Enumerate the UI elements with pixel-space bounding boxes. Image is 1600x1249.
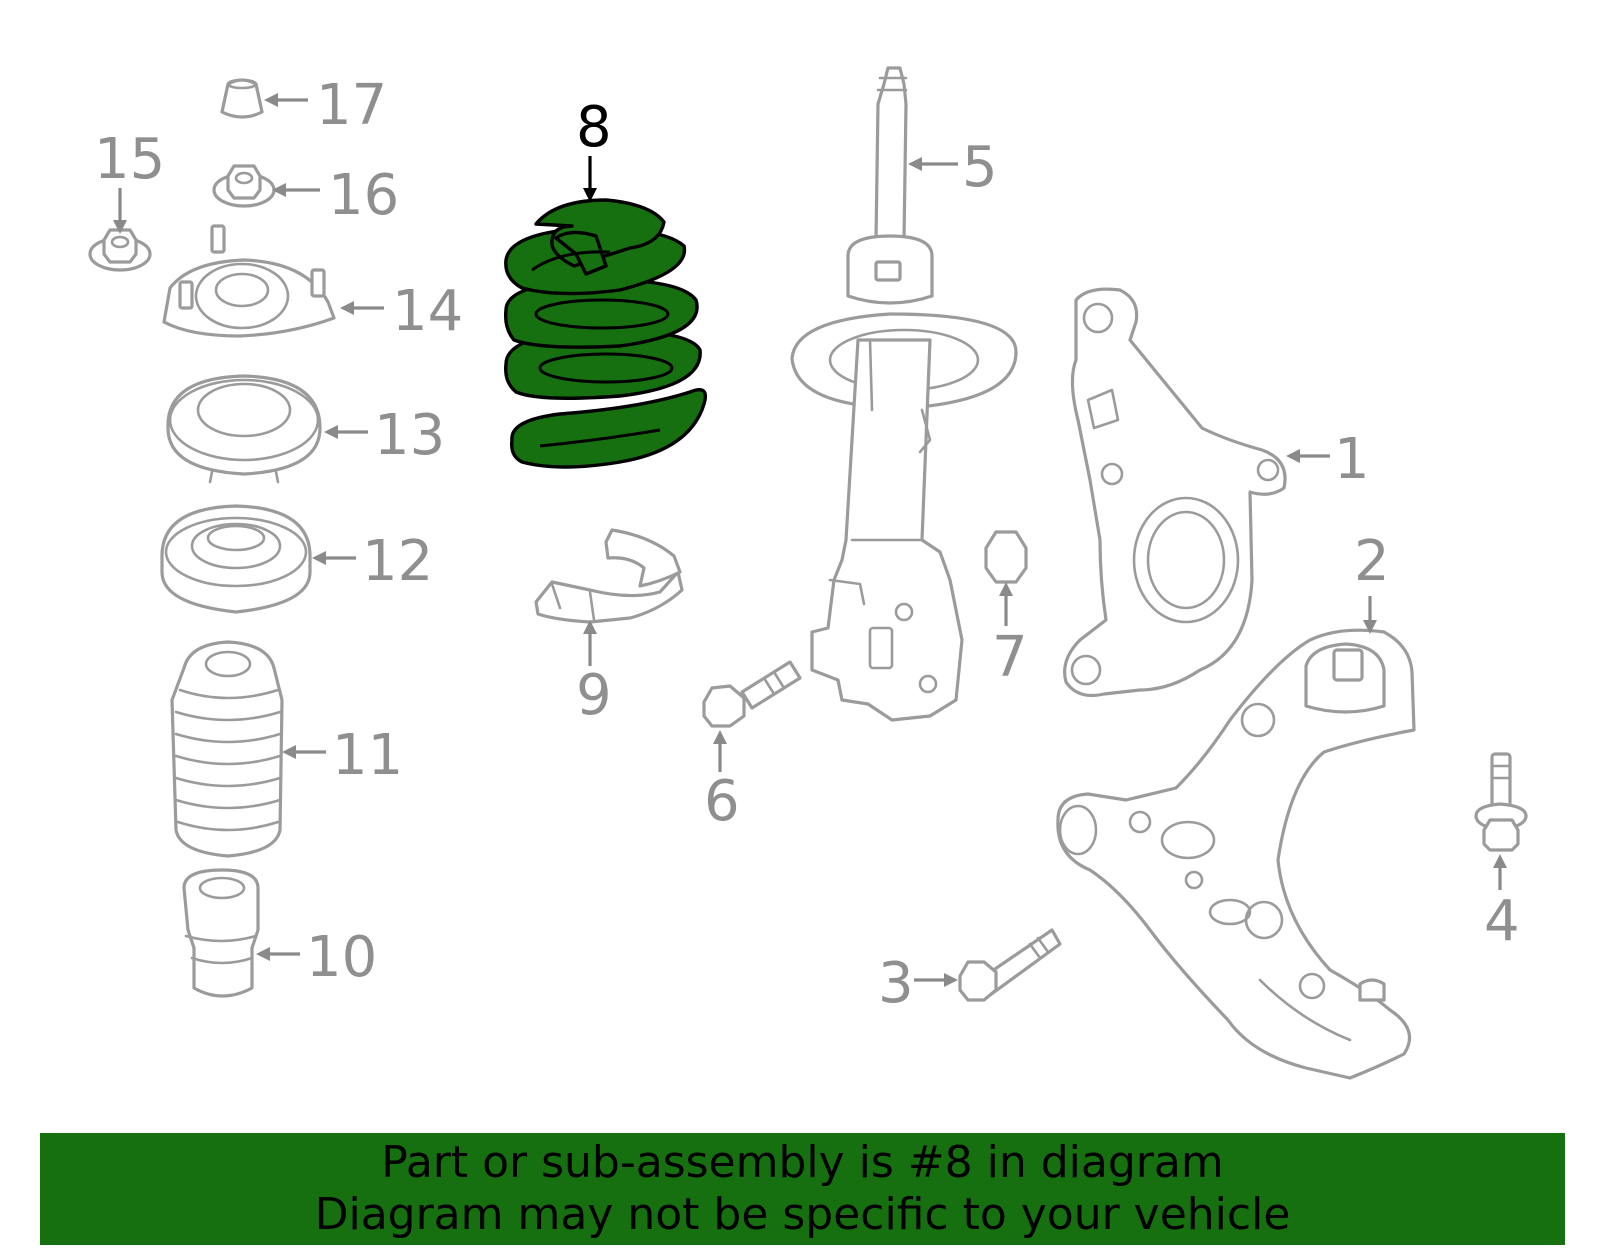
callout-6: 6 xyxy=(704,769,740,834)
banner-line-2: Diagram may not be specific to your vehi… xyxy=(314,1189,1291,1240)
callout-8: 8 xyxy=(576,95,612,160)
part-17-cap[interactable] xyxy=(220,78,264,119)
part-12-spring-seat[interactable] xyxy=(160,504,312,614)
callout-4: 4 xyxy=(1484,889,1520,954)
part-5-strut-assembly[interactable] xyxy=(790,66,1018,722)
part-2-lower-control-arm[interactable] xyxy=(1056,628,1416,1080)
callout-16: 16 xyxy=(328,163,399,228)
callout-10: 10 xyxy=(306,925,377,990)
info-banner: Part or sub-assembly is #8 in diagram Di… xyxy=(40,1133,1565,1245)
callout-2: 2 xyxy=(1354,529,1390,594)
callout-3: 3 xyxy=(878,951,914,1016)
part-13-bearing[interactable] xyxy=(166,374,322,484)
callout-13: 13 xyxy=(374,403,445,468)
part-7-nut[interactable] xyxy=(984,530,1028,584)
part-14-strut-mount[interactable] xyxy=(162,224,336,338)
part-11-dust-boot[interactable] xyxy=(170,640,284,858)
callout-5: 5 xyxy=(962,135,998,200)
part-16-flange-nut[interactable] xyxy=(212,164,276,208)
part-10-bump-stop[interactable] xyxy=(182,868,260,998)
callout-17: 17 xyxy=(316,73,387,138)
part-15-nut[interactable] xyxy=(88,228,152,272)
callout-labels: 17 16 15 14 13 12 11 10 8 9 5 7 6 1 2 4 … xyxy=(94,73,1520,1016)
callout-11: 11 xyxy=(332,723,403,788)
part-6-bolt[interactable] xyxy=(702,660,802,728)
leader-arrows xyxy=(113,93,1507,987)
part-8-coil-spring[interactable] xyxy=(503,198,708,469)
callout-9: 9 xyxy=(576,663,612,728)
callout-7: 7 xyxy=(992,625,1028,690)
callout-15: 15 xyxy=(94,127,165,192)
banner-line-1: Part or sub-assembly is #8 in diagram xyxy=(381,1137,1224,1188)
part-1-steering-knuckle[interactable] xyxy=(1063,287,1287,698)
callout-12: 12 xyxy=(362,529,433,594)
callout-1: 1 xyxy=(1334,427,1370,492)
part-4-bolt[interactable] xyxy=(1474,752,1528,852)
callout-14: 14 xyxy=(392,279,463,344)
part-3-bolt[interactable] xyxy=(958,928,1062,1002)
part-9-insulator[interactable] xyxy=(534,528,684,624)
